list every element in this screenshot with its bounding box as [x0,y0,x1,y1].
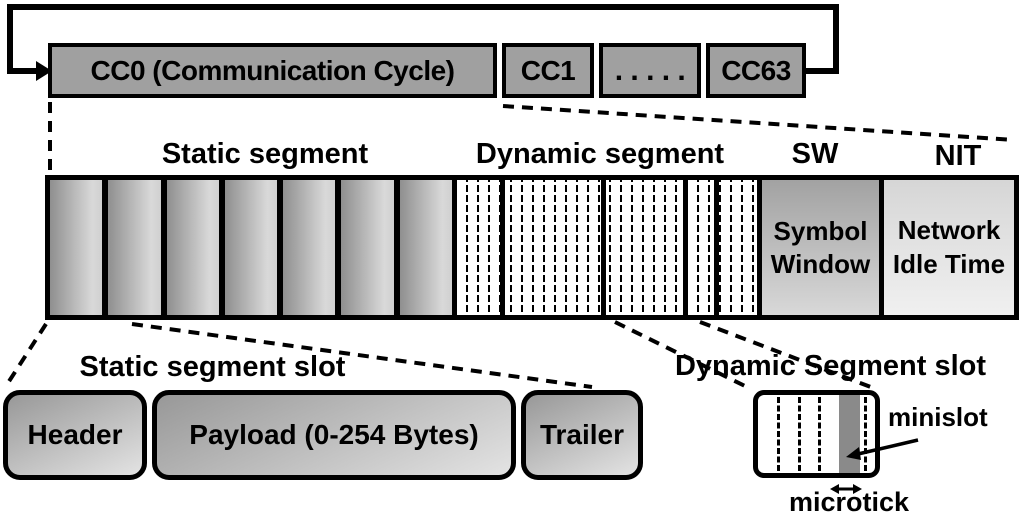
cc63-label: CC63 [721,54,791,86]
dynamic-segment-label: Dynamic segment [475,137,725,170]
cc63-box: CC63 [706,43,806,98]
cc0-box: CC0 (Communication Cycle) [48,43,497,98]
cc-ellipsis-box: . . . . . [599,43,701,98]
microtick-divider [798,397,801,471]
minislot-group-divider [714,180,719,315]
sw-label: SW [791,137,839,170]
static-slot [166,180,219,315]
dynamic-segment-area [452,180,762,315]
header-box: Header [3,390,147,480]
microtick-divider [864,397,867,471]
cc1-box: CC1 [502,43,594,98]
static-slot [108,180,161,315]
microtick-divider [818,397,821,471]
minislot-group-divider [683,180,688,315]
cc1-label: CC1 [520,54,576,86]
symbol-window-label: Symbol Window [770,216,871,279]
static-slot [399,180,452,315]
microtick-divider [777,397,780,471]
static-slot-title: Static segment slot [79,350,346,383]
cc-ellipsis-label: . . . . . [614,53,686,87]
static-slot [341,180,394,315]
network-idle-time-label: Network Idle Time [892,214,1006,279]
minislot-group-divider [500,180,505,315]
symbol-window-box: Symbol Window [762,180,879,315]
trailer-label: Trailer [539,419,625,450]
communication-cycle-bar: Symbol Window Network Idle Time [45,175,1019,320]
microtick-label: microtick [788,487,910,516]
minislot-label: minislot [888,401,988,432]
dynamic-slot-box [753,390,880,478]
cc0-label: CC0 (Communication Cycle) [90,54,456,86]
minislot-highlight [839,395,860,473]
static-slot [50,180,103,315]
static-segment-slots [50,180,452,315]
dynamic-slot-title: Dynamic Segment slot [674,349,987,382]
payload-box: Payload (0-254 Bytes) [152,390,516,480]
static-segment-label: Static segment [161,137,369,170]
static-slot [283,180,336,315]
nit-label: NIT [934,139,982,172]
minislot-group-divider [601,180,606,315]
network-idle-time-box: Network Idle Time [884,180,1014,315]
cc0-expand-right-line [502,104,1015,142]
segment-divider [879,180,884,315]
header-label: Header [27,419,123,450]
trailer-box: Trailer [521,390,643,480]
payload-label: Payload (0-254 Bytes) [189,419,479,450]
static-slot [224,180,278,315]
